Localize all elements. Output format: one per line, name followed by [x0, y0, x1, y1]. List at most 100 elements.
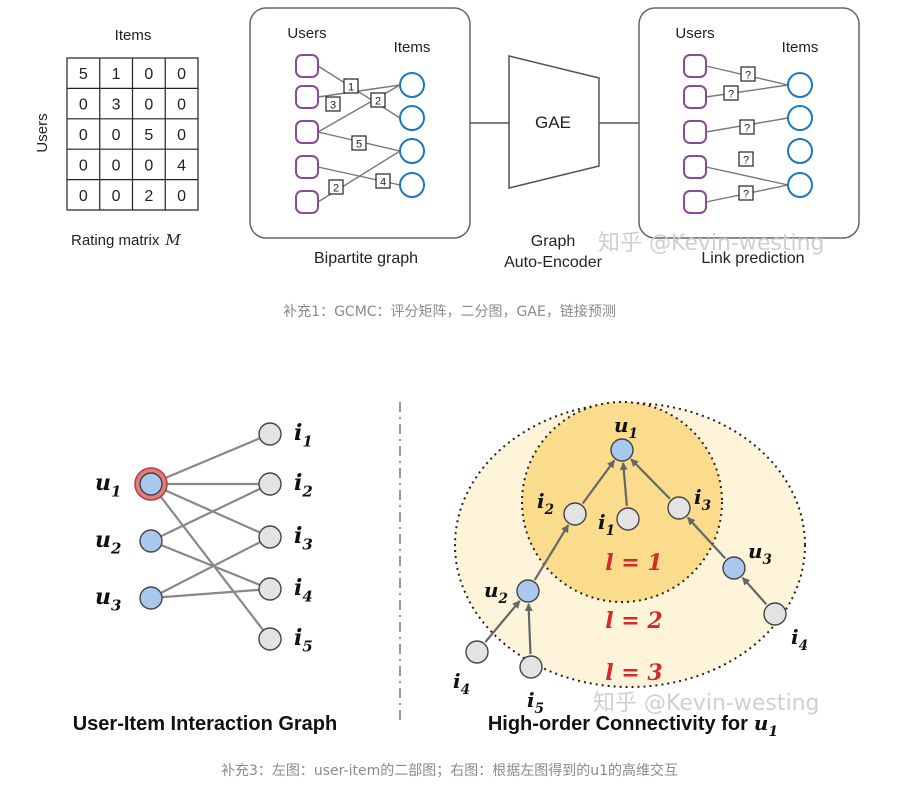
user-node	[683, 85, 707, 109]
user-node	[295, 155, 319, 179]
user-node	[295, 54, 319, 78]
connectivity-edge	[630, 458, 671, 500]
interaction-edge	[150, 432, 271, 486]
watermark-2: 知乎 @Kevin-westing	[593, 691, 820, 716]
item-node	[787, 138, 813, 164]
edge-label-box	[723, 85, 739, 101]
user-node	[722, 556, 746, 580]
user-node	[139, 586, 163, 610]
node-label-sub: 2	[301, 483, 312, 501]
interaction-edge	[150, 482, 271, 539]
node-label-sub: 3	[763, 552, 772, 568]
node-label-base: i	[294, 575, 302, 601]
node-label: i3	[294, 523, 313, 554]
node-label: i4	[294, 575, 313, 606]
node-label: i1	[294, 420, 313, 451]
bipartite-title: Bipartite graph	[314, 250, 418, 267]
interaction-edge	[150, 536, 271, 599]
item-node	[616, 507, 640, 531]
gae-label-line2: Auto-Encoder	[504, 254, 603, 271]
caption-2: 补充3：左图：user-item的二部图；右图：根据左图得到的u1的高维交互	[220, 763, 678, 779]
node-label-sub: 1	[629, 426, 638, 442]
interaction-edge	[150, 483, 271, 542]
node-label-sub: 5	[302, 638, 312, 656]
link-edge	[705, 166, 789, 186]
item-node	[519, 655, 543, 679]
item-node	[667, 496, 691, 520]
user-node	[139, 472, 163, 496]
matrix-cell: 0	[79, 97, 88, 114]
node-label-base: u	[95, 470, 111, 496]
link-items-label: Items	[782, 39, 819, 56]
item-node	[399, 172, 425, 198]
edge-label: ?	[728, 89, 734, 101]
edge-label: 2	[333, 183, 339, 195]
user-node	[295, 120, 319, 144]
bipartite-items-label: Items	[394, 39, 431, 56]
connectivity-edge	[619, 461, 628, 507]
connectivity-edges	[484, 458, 768, 655]
node-label-base: i	[791, 625, 799, 649]
user-node	[683, 120, 707, 144]
level-1-label: l = 1	[605, 550, 662, 576]
link-users-label: Users	[675, 25, 714, 42]
bipartite-users-label: Users	[287, 25, 326, 42]
node-label-base: u	[748, 539, 763, 563]
matrix-cell: 0	[144, 157, 153, 174]
node-label-sub: 3	[702, 498, 711, 514]
bipartite-edge	[317, 84, 401, 98]
matrix-cell: 0	[177, 188, 186, 205]
node-label: u2	[484, 578, 508, 607]
matrix-cell: 0	[177, 127, 186, 144]
inner-region	[521, 401, 723, 603]
connectivity-edge	[484, 600, 521, 643]
edge-label-box	[740, 66, 756, 82]
node-label-sub: 5	[535, 701, 544, 717]
item-node	[399, 138, 425, 164]
user-node	[683, 155, 707, 179]
item-node	[258, 422, 282, 446]
matrix-row-label: Users	[34, 113, 51, 152]
item-node	[763, 602, 787, 626]
interaction-graph-title: User-Item Interaction Graph	[73, 713, 338, 735]
matrix-cell: 5	[144, 127, 153, 144]
matrix-cell: 0	[177, 97, 186, 114]
node-label-sub: 4	[302, 588, 312, 606]
node-label: i4	[453, 669, 470, 698]
edge-label: 3	[330, 100, 336, 112]
node-label: u3	[95, 584, 121, 615]
edge-label-box	[738, 185, 754, 201]
connectivity-edge	[533, 524, 570, 581]
item-node	[258, 525, 282, 549]
item-node	[399, 72, 425, 98]
node-label: i5	[294, 625, 313, 656]
matrix-cell: 0	[79, 157, 88, 174]
edge-label: ?	[745, 70, 751, 82]
node-label-base: i	[537, 489, 545, 513]
item-node	[258, 472, 282, 496]
node-label-base: u	[95, 584, 111, 610]
node-label-base: i	[294, 625, 302, 651]
matrix-cell: 0	[79, 188, 88, 205]
item-node	[399, 105, 425, 131]
edge-label: 1	[348, 82, 354, 94]
link-edge-labels: ?????	[723, 66, 756, 201]
matrix-cell: 0	[144, 97, 153, 114]
bipartite-box	[249, 7, 471, 239]
matrix-cell: 0	[79, 127, 88, 144]
item-node	[787, 172, 813, 198]
connectivity-edge	[581, 459, 616, 505]
gae-block: GAE Graph Auto-Encoder	[470, 55, 639, 271]
link-edge	[705, 84, 789, 98]
matrix-grid	[67, 58, 198, 210]
node-label-base: i	[294, 420, 302, 446]
node-label-base: u	[95, 527, 111, 553]
user-node	[295, 85, 319, 109]
